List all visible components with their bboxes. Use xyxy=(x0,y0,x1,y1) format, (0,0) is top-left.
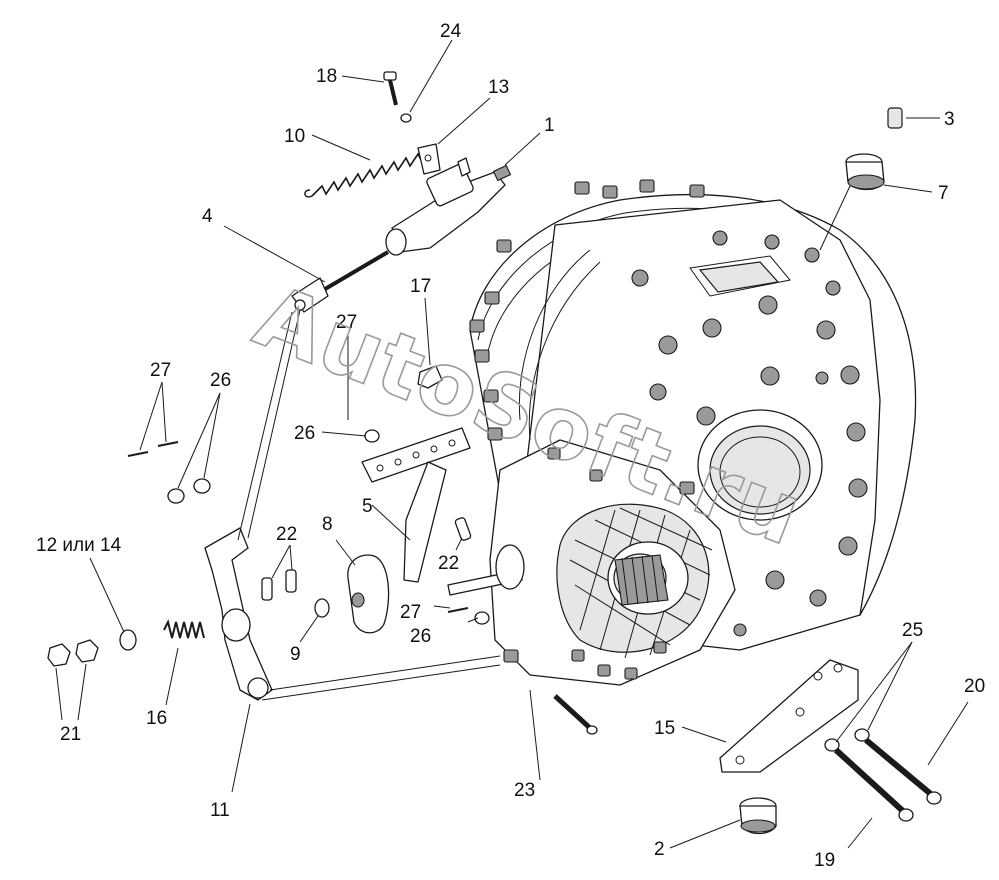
callout-8: 8 xyxy=(322,514,333,535)
return-spring xyxy=(304,148,435,198)
washer-12-14 xyxy=(119,629,137,651)
callout-11: 11 xyxy=(210,800,230,821)
callout-2: 2 xyxy=(654,839,665,860)
pins-22 xyxy=(261,517,472,601)
callout-26a: 26 xyxy=(210,370,231,391)
callout-3: 3 xyxy=(944,109,955,130)
cotter-pins-27 xyxy=(127,441,469,613)
callout-18: 18 xyxy=(316,66,337,87)
lever-plate-5 xyxy=(361,427,471,583)
callout-27a: 27 xyxy=(150,360,171,381)
cover-bolts xyxy=(503,447,695,680)
callout-5: 5 xyxy=(362,496,373,517)
input-shaft xyxy=(607,541,689,615)
nut-17 xyxy=(417,365,443,389)
clutch-lever-11 xyxy=(204,309,501,701)
bolts-19-20 xyxy=(833,737,942,822)
callout-12-14: 12 или 14 xyxy=(36,535,122,556)
bolt-23 xyxy=(553,694,598,735)
callout-10: 10 xyxy=(284,126,305,147)
washers-25 xyxy=(824,728,870,752)
callout-23: 23 xyxy=(514,780,535,801)
nuts-21 xyxy=(47,639,99,667)
callout-labels: 1 2 3 4 5 7 8 9 10 11 12 или 14 13 15 16… xyxy=(36,21,985,871)
callout-13: 13 xyxy=(488,77,509,98)
callout-1: 1 xyxy=(544,115,555,136)
callout-16: 16 xyxy=(146,708,167,729)
callout-21: 21 xyxy=(60,724,81,745)
callout-22b: 22 xyxy=(438,553,459,574)
callout-24: 24 xyxy=(440,21,462,42)
rim-studs xyxy=(469,179,705,441)
leader-lines xyxy=(55,39,969,849)
callout-7: 7 xyxy=(938,183,949,204)
slave-cylinder xyxy=(385,157,512,256)
callout-22a: 22 xyxy=(276,524,297,545)
bolt-18 xyxy=(383,71,398,106)
housing-bolt-holes xyxy=(631,230,868,637)
callout-26b: 26 xyxy=(294,423,315,444)
ring-9 xyxy=(314,598,330,618)
spring-16 xyxy=(163,619,205,639)
callout-20: 20 xyxy=(964,676,985,697)
spring-bracket xyxy=(417,143,441,175)
callout-19: 19 xyxy=(814,850,835,871)
rubber-mount-7 xyxy=(845,153,885,191)
washers-26 xyxy=(167,429,490,625)
breather-3 xyxy=(887,107,903,129)
callout-4: 4 xyxy=(202,206,213,227)
mounting-bracket-15 xyxy=(719,659,859,773)
callout-27c: 27 xyxy=(400,602,421,623)
callout-27b: 27 xyxy=(336,312,357,333)
rubber-mount-2 xyxy=(739,797,777,835)
bearing-bore xyxy=(697,409,823,521)
washer-24 xyxy=(400,113,412,123)
callout-17: 17 xyxy=(410,276,431,297)
callout-26c: 26 xyxy=(410,626,431,647)
cam-8 xyxy=(347,554,390,634)
front-cover xyxy=(447,439,736,686)
callout-15: 15 xyxy=(654,718,675,739)
callout-9: 9 xyxy=(290,644,301,665)
callout-25: 25 xyxy=(902,620,923,641)
